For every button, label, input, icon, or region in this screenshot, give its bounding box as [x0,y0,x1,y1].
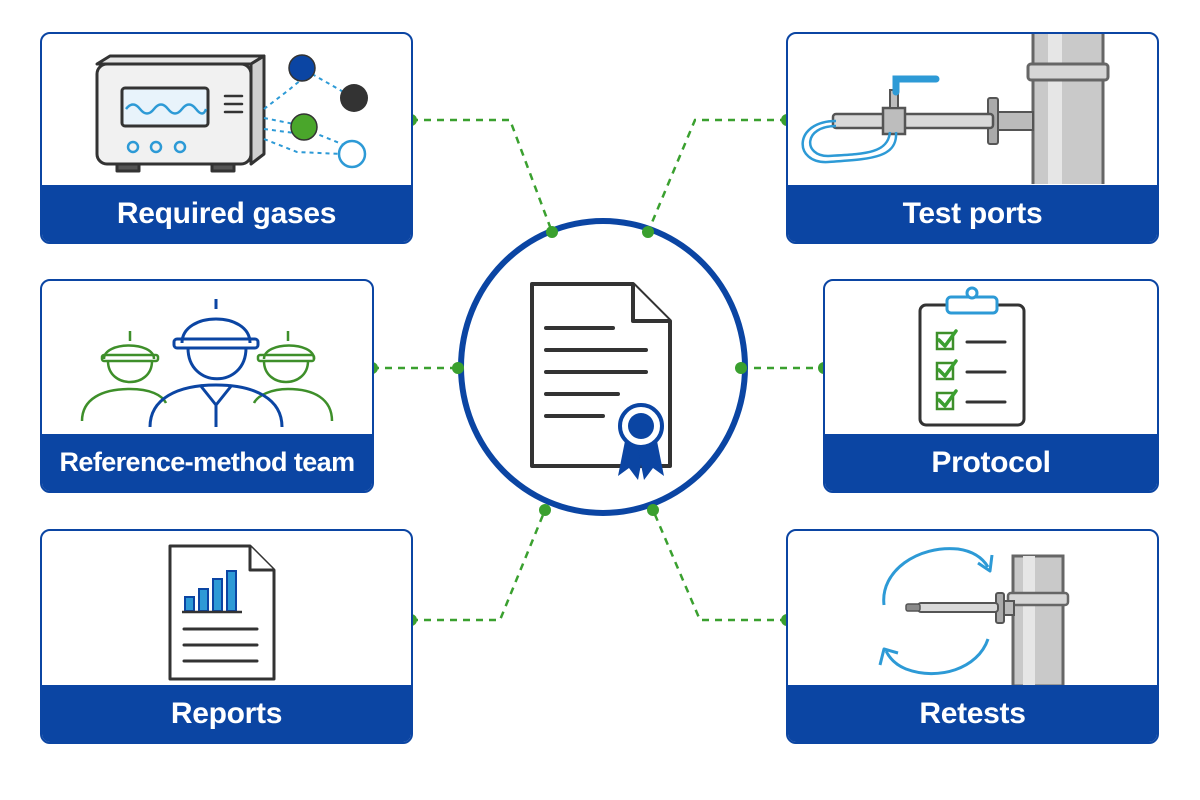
card-label: Test ports [788,185,1157,242]
report-document-icon [168,544,276,681]
connector-reports [411,509,547,622]
card-label: Retests [788,685,1157,742]
worker-team-icon [80,299,334,428]
card-required-gases: Required gases [40,32,413,244]
gas-analyzer-icon [95,54,368,173]
connector-required-gases [411,118,554,233]
checklist-clipboard-icon [918,286,1026,427]
card-label: Required gases [42,185,411,242]
ribbon-badge-icon [618,403,664,480]
card-test-ports: Test ports [786,32,1159,244]
center-circle [458,218,748,516]
connector-retests [651,509,787,622]
card-retests: Retests [786,529,1159,744]
test-port-pipe-icon [801,34,1110,184]
retest-probe-icon [878,547,1070,687]
certificate-document-icon [530,282,672,480]
card-reference-team: Reference-method team [40,279,374,493]
card-label: Protocol [825,434,1157,491]
card-protocol: Protocol [823,279,1159,493]
card-label: Reports [42,685,411,742]
card-reports: Reports [40,529,413,744]
connector-test-ports [646,118,787,233]
card-label: Reference-method team [42,434,372,491]
